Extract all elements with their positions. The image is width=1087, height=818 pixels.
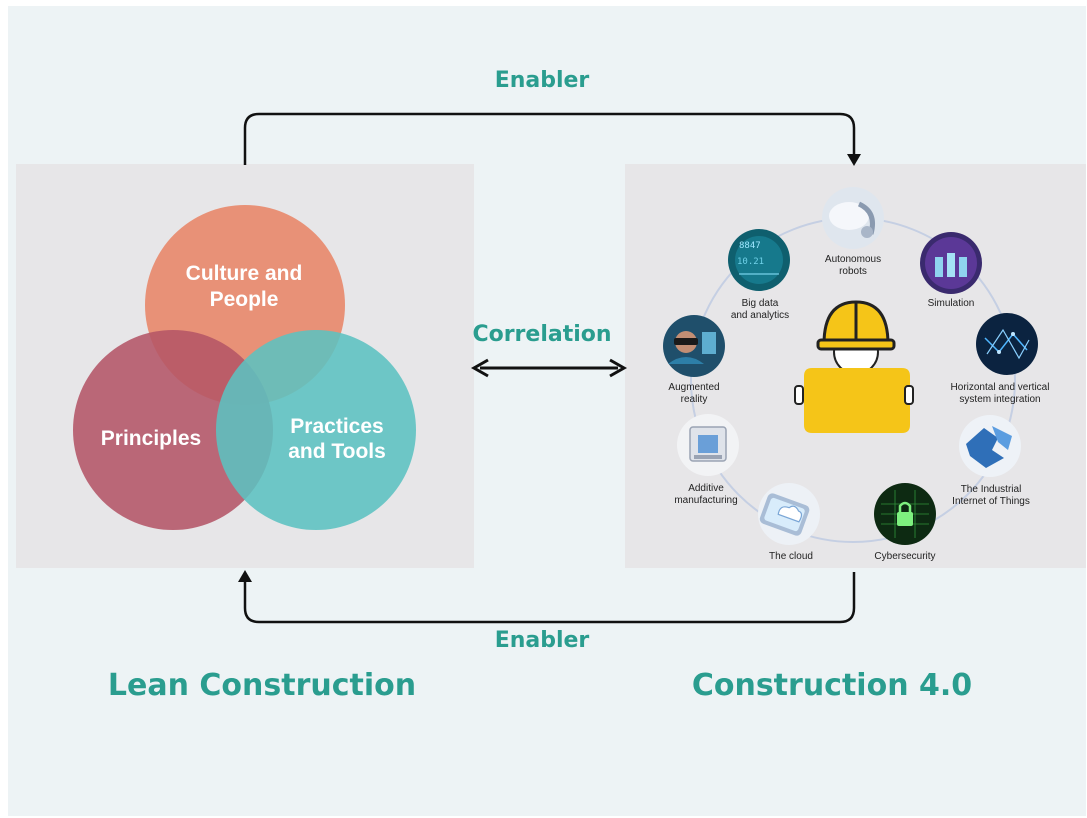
venn-circle-principles	[73, 330, 273, 530]
correlation-arrowhead-left	[470, 358, 489, 378]
system-integration-icon	[976, 313, 1038, 375]
enabler-bottom-label: Enabler	[494, 628, 590, 653]
label-bigdata-1: Big data	[742, 298, 779, 309]
enabler-bottom-arrow	[243, 572, 856, 624]
label-integration-2: system integration	[959, 394, 1040, 405]
construction-40-title: Construction 4.0	[691, 668, 973, 703]
lean-construction-title: Lean Construction	[107, 668, 417, 703]
augmented-reality-icon	[663, 315, 725, 377]
technology-ring: Autonomous robots 8847 10.21 Big data an…	[663, 187, 1049, 562]
big-data-icon: 8847 10.21	[728, 229, 790, 291]
label-integration-1: Horizontal and vertical	[951, 382, 1050, 393]
correlation-label: Correlation	[472, 322, 612, 347]
label-additive-1: Additive	[688, 483, 724, 494]
label-simulation: Simulation	[928, 298, 975, 309]
venn-label-culture-2: People	[210, 288, 279, 311]
lock-icon	[874, 483, 936, 545]
label-bigdata-2: and analytics	[731, 310, 789, 321]
venn-label-practices-1: Practices	[290, 415, 383, 438]
enabler-top-label: Enabler	[494, 68, 590, 93]
correlation-arrowhead-right	[609, 358, 628, 378]
enabler-bottom-arrowhead	[238, 570, 252, 582]
label-augmented-1: Augmented	[668, 382, 719, 393]
enabler-top-arrow	[243, 112, 856, 165]
venn-diagram: Culture and People Principles Practices …	[73, 205, 416, 530]
label-autonomous-2: robots	[839, 266, 867, 277]
label-iiot-1: The Industrial	[961, 484, 1022, 495]
simulation-icon	[920, 232, 982, 294]
venn-label-practices-2: and Tools	[288, 440, 386, 463]
label-augmented-2: reality	[681, 394, 708, 405]
svg-text:8847: 8847	[739, 241, 761, 251]
svg-text:10.21: 10.21	[737, 257, 764, 267]
autonomous-robots-icon	[822, 187, 884, 249]
venn-circle-practices	[216, 330, 416, 530]
label-iiot-2: Internet of Things	[952, 496, 1030, 507]
label-additive-2: manufacturing	[674, 495, 737, 506]
3d-printer-icon	[677, 414, 739, 476]
venn-label-culture-1: Culture and	[186, 262, 303, 285]
label-autonomous-1: Autonomous	[825, 254, 881, 265]
worker-icon	[794, 300, 914, 433]
puzzle-iiot-icon	[959, 415, 1021, 477]
label-cloud: The cloud	[769, 551, 813, 562]
enabler-top-arrowhead	[847, 154, 861, 166]
label-cybersecurity: Cybersecurity	[874, 551, 935, 562]
venn-label-principles: Principles	[101, 427, 201, 450]
cloud-icon	[758, 483, 820, 545]
